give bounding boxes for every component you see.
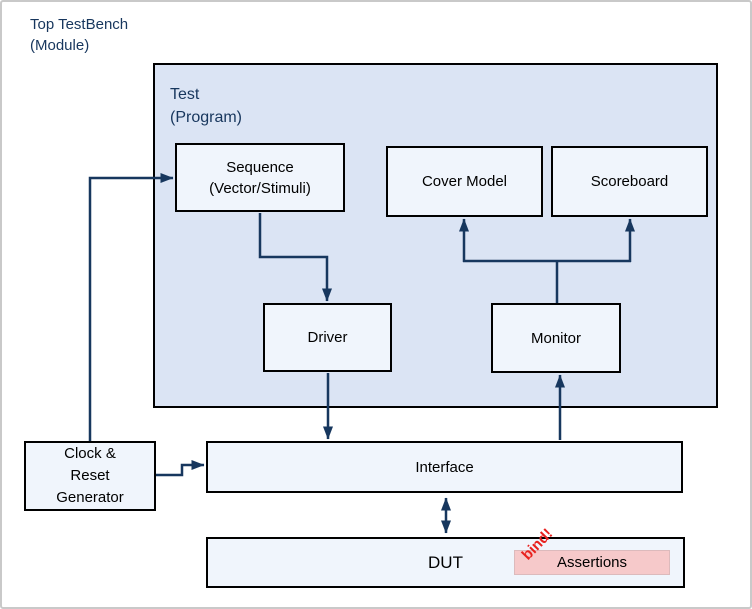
test-program-container bbox=[153, 63, 718, 408]
assertions-box: Assertions bbox=[514, 550, 670, 575]
cover-model-node: Cover Model bbox=[386, 146, 543, 217]
interface-node: Interface bbox=[206, 441, 683, 493]
scoreboard-node: Scoreboard bbox=[551, 146, 708, 217]
top-testbench-label: Top TestBench (Module) bbox=[30, 16, 129, 54]
test-program-label: Test (Program) bbox=[170, 86, 243, 126]
sequence-node: Sequence (Vector/Stimuli) bbox=[175, 143, 345, 212]
connector-clock-to-interface bbox=[156, 460, 205, 477]
driver-node: Driver bbox=[263, 303, 392, 372]
clock-reset-generator-node: Clock & Reset Generator bbox=[24, 441, 156, 511]
monitor-node: Monitor bbox=[491, 303, 621, 373]
